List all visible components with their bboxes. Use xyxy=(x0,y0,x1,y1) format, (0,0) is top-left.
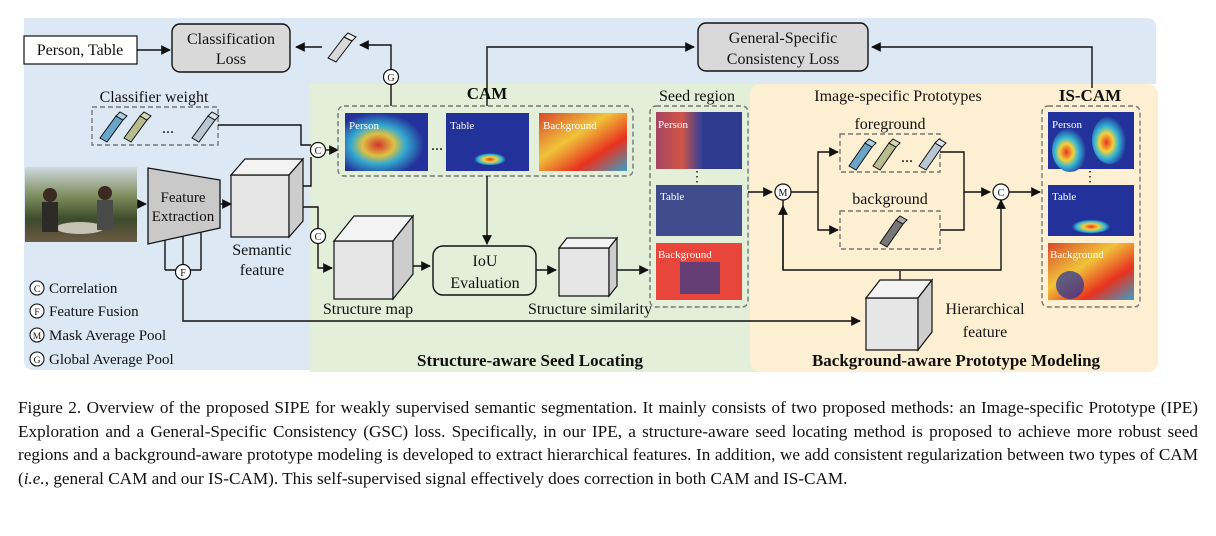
correlation-op-structure-label: C xyxy=(315,232,322,243)
background-label: background xyxy=(852,191,928,208)
pooled-vector-icon xyxy=(327,32,357,63)
classification-loss-line2: Loss xyxy=(216,51,246,68)
structure-map-cube xyxy=(332,214,415,301)
mask-pool-op-label: M xyxy=(779,188,788,199)
fg-prototype-olive-icon xyxy=(872,138,901,171)
correlation-op-structure-icon xyxy=(309,227,327,245)
seed-vertical-dots: ⋮ xyxy=(690,170,704,185)
feature-extraction-line1: Feature xyxy=(161,190,206,206)
iscam-map-person: Person xyxy=(1048,112,1134,172)
bg-prototype-icon xyxy=(879,215,908,248)
iscam-map-background-label: Background xyxy=(1050,249,1104,261)
prototypes-title: Image-specific Prototypes xyxy=(814,88,982,105)
feature-extraction-line2: Extraction xyxy=(152,209,215,225)
seed-map-background: Background xyxy=(656,243,742,300)
cam-title: CAM xyxy=(467,84,508,103)
seed-map-person: Person xyxy=(656,112,742,169)
legend-correlation-symbol: C xyxy=(34,285,40,295)
fusion-op-icon xyxy=(174,263,192,281)
correlation-op-cam-label: C xyxy=(315,146,322,157)
iscam-group xyxy=(1041,105,1141,308)
figure-caption: Figure 2. Overview of the proposed SIPE … xyxy=(18,396,1198,490)
legend-global-pool-icon xyxy=(29,351,45,367)
sipe-overview-diagram: Person, Table Classification Loss G Gene… xyxy=(23,18,1158,372)
prototype-modeling-region-title: Background-aware Prototype Modeling xyxy=(812,351,1101,370)
iou-line2: Evaluation xyxy=(450,275,519,292)
legend-fusion-label: Feature Fusion xyxy=(49,304,139,320)
labels-box xyxy=(23,35,138,65)
legend-correlation-label: Correlation xyxy=(49,281,118,297)
legend-mask-pool-symbol: M xyxy=(33,332,42,342)
consistency-loss-line2: Consistency Loss xyxy=(727,51,839,68)
cam-ellipsis: ... xyxy=(431,137,443,154)
consistency-loss-box xyxy=(697,22,869,72)
consistency-loss-line1: General-Specific xyxy=(729,30,837,47)
seed-region-group xyxy=(649,105,749,308)
structure-similarity-cube xyxy=(557,236,619,298)
semantic-feature-line2: feature xyxy=(240,262,284,279)
global-pool-op-icon xyxy=(382,68,400,86)
legend-global-pool-symbol: G xyxy=(34,356,41,366)
iscam-title: IS-CAM xyxy=(1059,86,1121,105)
iscam-map-table: Table xyxy=(1048,185,1134,236)
fusion-op-label: F xyxy=(180,268,186,279)
cam-group xyxy=(337,105,634,177)
labels-text: Person, Table xyxy=(37,42,124,59)
cam-map-background: Background xyxy=(539,113,627,171)
global-pool-op-label: G xyxy=(387,73,394,84)
foreground-group xyxy=(839,133,941,173)
iscam-map-background: Background xyxy=(1048,243,1134,300)
correlation-op-cam-icon xyxy=(309,141,327,159)
caption-ie: i.e. xyxy=(23,468,45,488)
legend-fusion-icon xyxy=(29,303,45,319)
legend-global-pool-label: Global Average Pool xyxy=(49,352,174,368)
fg-prototype-blue-icon xyxy=(848,138,877,171)
cam-map-background-label: Background xyxy=(543,120,597,132)
fg-ellipsis: ... xyxy=(901,149,913,166)
classifier-weight-label: Classifier weight xyxy=(100,89,209,106)
weight-vector-blue-icon xyxy=(99,111,128,143)
hierarchical-feature-line2: feature xyxy=(963,324,1007,341)
seed-map-table-label: Table xyxy=(660,191,684,203)
seed-map-background-label: Background xyxy=(658,249,712,261)
legend-mask-pool-icon xyxy=(29,327,45,343)
structure-similarity-label: Structure similarity xyxy=(528,301,652,318)
caption-part2: , general CAM and our IS-CAM). This self… xyxy=(44,468,848,488)
seed-locating-region-title: Structure-aware Seed Locating xyxy=(417,351,644,370)
iscam-vertical-dots: ⋮ xyxy=(1083,170,1097,185)
semantic-feature-cube xyxy=(229,157,305,239)
foreground-label: foreground xyxy=(854,116,925,133)
iou-line1: IoU xyxy=(473,253,498,270)
classification-loss-box xyxy=(171,23,291,73)
cam-map-table: Table xyxy=(446,113,529,171)
cam-map-person-label: Person xyxy=(349,120,379,132)
correlation-op-iscam-label: C xyxy=(998,188,1005,199)
weight-vector-olive-icon xyxy=(123,111,152,143)
input-image xyxy=(25,167,137,242)
legend: C Correlation F Feature Fusion M Mask Av… xyxy=(29,280,174,368)
seed-map-person-label: Person xyxy=(658,119,688,131)
seed-region-title: Seed region xyxy=(659,88,735,105)
legend-correlation-icon xyxy=(29,280,45,296)
cam-map-table-label: Table xyxy=(450,120,474,132)
iscam-map-table-label: Table xyxy=(1052,191,1076,203)
iscam-map-person-label: Person xyxy=(1052,119,1082,131)
legend-fusion-symbol: F xyxy=(34,308,39,318)
cam-map-person: Person xyxy=(345,113,428,171)
weight-ellipsis: ... xyxy=(162,120,174,137)
caption-part1: Figure 2. Overview of the proposed SIPE … xyxy=(18,398,1198,488)
hierarchical-feature-cube xyxy=(864,278,934,352)
weight-vector-grey-icon xyxy=(191,111,220,143)
structure-map-label: Structure map xyxy=(323,301,413,318)
background-group xyxy=(839,210,941,250)
feature-extraction-block xyxy=(147,167,221,245)
seed-map-table: Table xyxy=(656,185,742,236)
fg-prototype-grey-icon xyxy=(918,138,947,171)
hierarchical-feature-line1: Hierarchical xyxy=(945,301,1025,318)
classifier-weight-box xyxy=(91,106,219,146)
classification-loss-line1: Classification xyxy=(187,31,275,48)
legend-mask-pool-label: Mask Average Pool xyxy=(49,328,166,344)
semantic-feature-line1: Semantic xyxy=(232,242,292,259)
